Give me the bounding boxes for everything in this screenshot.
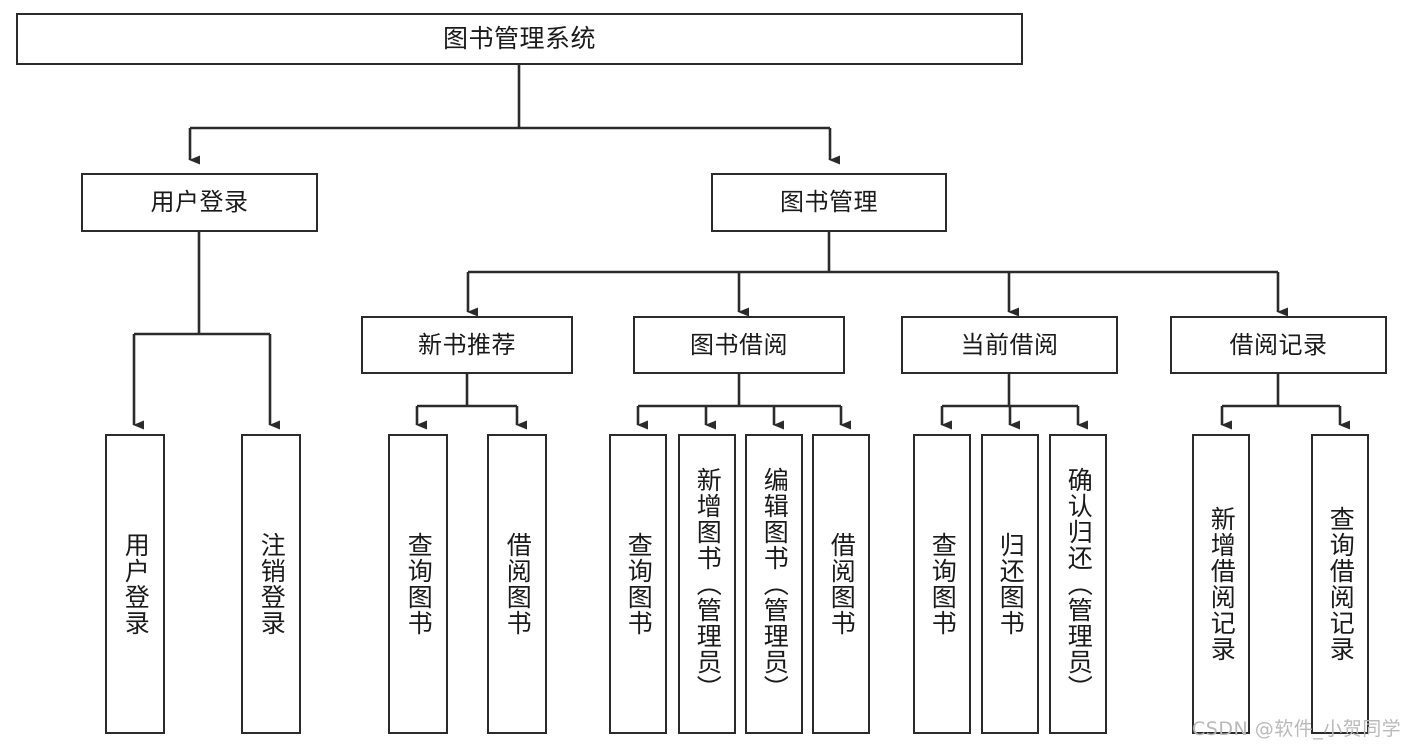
node-label: 确认归还（管理员）	[1064, 467, 1094, 701]
node-label: 借阅图书	[827, 532, 857, 636]
node-label: 查询图书	[624, 532, 654, 636]
leaf-current-borrow-confirm-return-admin[interactable]: 确认归还（管理员）	[1049, 434, 1107, 734]
node-label: 图书借阅	[690, 330, 788, 359]
node-root-book-management-system[interactable]: 图书管理系统	[16, 13, 1023, 65]
node-label: 归还图书	[996, 532, 1026, 636]
node-label: 借阅图书	[503, 532, 533, 636]
node-label: 图书管理	[780, 188, 878, 217]
leaf-book-borrow-borrow-book[interactable]: 借阅图书	[812, 434, 870, 734]
leaf-user-login-logout[interactable]: 注销登录	[241, 434, 301, 734]
node-label: 编辑图书（管理员）	[760, 467, 790, 701]
leaf-borrow-record-query-record[interactable]: 查询借阅记录	[1311, 434, 1369, 734]
leaf-new-book-query-book[interactable]: 查询图书	[388, 434, 448, 734]
node-label: 用户登录	[121, 532, 151, 636]
node-label: 查询图书	[404, 532, 434, 636]
leaf-book-borrow-query-book[interactable]: 查询图书	[609, 434, 667, 734]
node-label: 图书管理系统	[442, 24, 596, 54]
leaf-borrow-record-add-record[interactable]: 新增借阅记录	[1192, 434, 1250, 734]
node-label: 当前借阅	[960, 330, 1059, 359]
leaf-new-book-borrow-book[interactable]: 借阅图书	[487, 434, 547, 734]
node-current-borrow[interactable]: 当前借阅	[901, 316, 1118, 374]
node-label: 查询借阅记录	[1326, 506, 1356, 662]
node-label: 新书推荐	[418, 330, 516, 359]
node-book-borrow[interactable]: 图书借阅	[633, 316, 845, 374]
node-label: 新增图书（管理员）	[693, 467, 723, 701]
leaf-current-borrow-return-book[interactable]: 归还图书	[981, 434, 1039, 734]
node-label: 新增借阅记录	[1207, 506, 1237, 662]
node-label: 查询图书	[928, 532, 958, 636]
node-label: 借阅记录	[1229, 330, 1328, 359]
leaf-book-borrow-add-book-admin[interactable]: 新增图书（管理员）	[678, 434, 736, 734]
leaf-book-borrow-edit-book-admin[interactable]: 编辑图书（管理员）	[745, 434, 803, 734]
node-label: 注销登录	[257, 532, 287, 636]
leaf-user-login-login[interactable]: 用户登录	[105, 434, 165, 734]
node-new-book-recommend[interactable]: 新书推荐	[361, 316, 573, 374]
node-borrow-record[interactable]: 借阅记录	[1170, 316, 1387, 374]
node-label: 用户登录	[150, 188, 249, 217]
node-book-management[interactable]: 图书管理	[711, 173, 947, 232]
leaf-current-borrow-query-book[interactable]: 查询图书	[913, 434, 971, 734]
csdn-watermark: CSDN @软件_小贺同学	[1192, 718, 1402, 740]
node-user-login[interactable]: 用户登录	[81, 173, 318, 232]
